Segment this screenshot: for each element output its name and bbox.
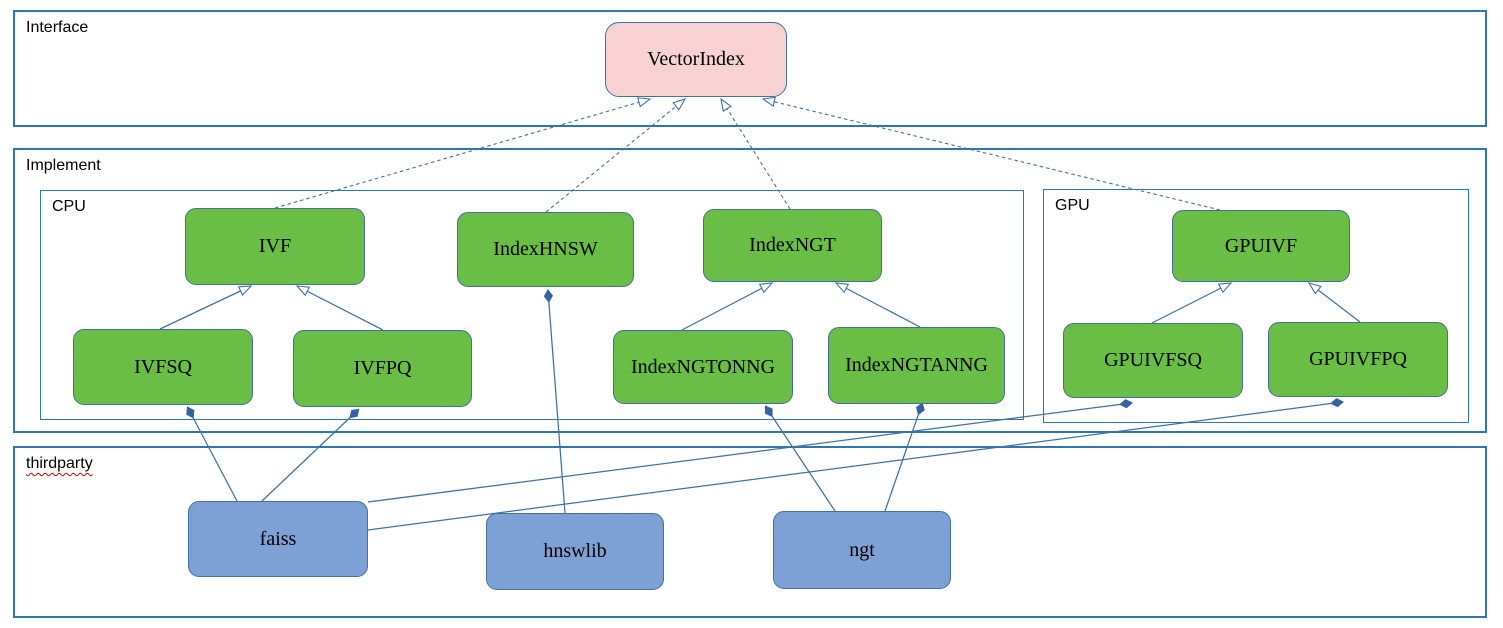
- node-ivfpq: IVFPQ: [293, 330, 472, 407]
- node-vectorindex: VectorIndex: [605, 22, 787, 97]
- node-indexngt: IndexNGT: [703, 209, 882, 282]
- node-ivfsq: IVFSQ: [73, 329, 253, 405]
- node-ivf: IVF: [185, 208, 365, 285]
- node-gpuivfpq: GPUIVFPQ: [1268, 322, 1448, 397]
- node-indexhnsw: IndexHNSW: [457, 212, 634, 287]
- group-implement-label: Implement: [26, 157, 101, 174]
- node-indexngtanng: IndexNGTANNG: [828, 327, 1005, 404]
- node-gpuivfsq: GPUIVFSQ: [1063, 323, 1243, 398]
- node-hnswlib: hnswlib: [486, 513, 664, 590]
- node-indexngtonng: IndexNGTONNG: [613, 330, 793, 404]
- group-gpu-label: GPU: [1055, 197, 1090, 214]
- group-thirdparty-label: thirdparty: [26, 455, 93, 472]
- node-gpuivf: GPUIVF: [1172, 210, 1350, 282]
- node-faiss: faiss: [188, 501, 368, 577]
- node-ngt: ngt: [773, 511, 951, 589]
- group-cpu-label: CPU: [52, 198, 86, 215]
- group-interface-label: Interface: [26, 19, 89, 36]
